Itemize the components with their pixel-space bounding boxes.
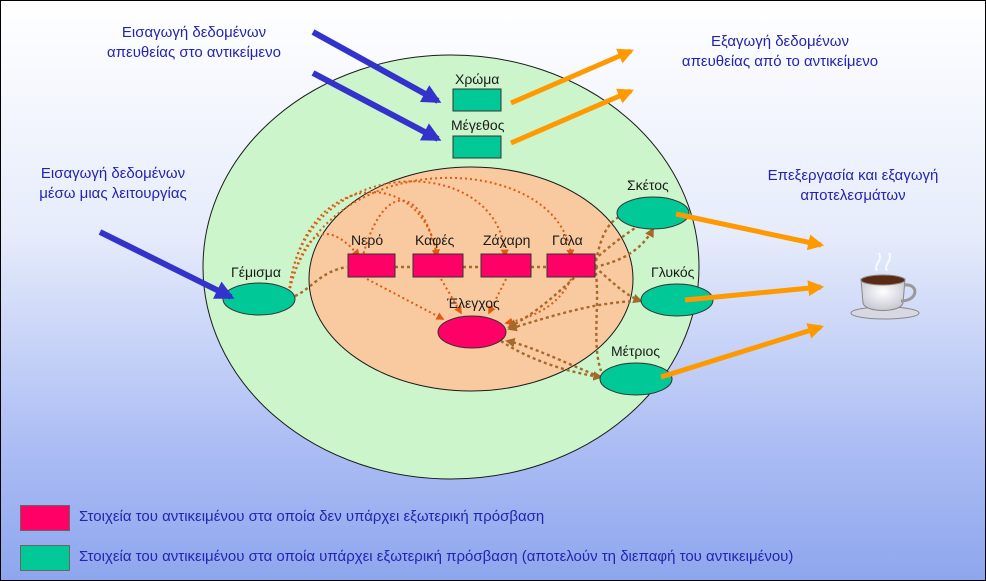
fill-ellipse xyxy=(222,282,296,316)
coffee-label: Καφές xyxy=(415,232,455,248)
input-direct-caption: Εισαγωγή δεδομένων απευθείας στο αντικεί… xyxy=(107,24,281,61)
sweet-label: Γλυκός xyxy=(651,264,695,280)
medium-ellipse xyxy=(599,362,673,396)
output-direct-caption: Εξαγωγή δεδομένων απευθείας από το αντικ… xyxy=(681,33,879,70)
coffee-cup-icon xyxy=(850,252,920,320)
legend-private-text: Στοιχεία του αντικειμένου στα οποία δεν … xyxy=(79,508,545,525)
fill-label: Γέμισμα xyxy=(231,264,281,280)
legend-public-swatch xyxy=(20,545,70,571)
color-box xyxy=(452,88,502,112)
color-label: Χρώμα xyxy=(455,71,500,87)
input-arrows xyxy=(98,29,442,300)
milk-box xyxy=(546,253,596,278)
process-output-caption: Επεξεργασία και εξαγωγή αποτελεσμάτων xyxy=(767,167,939,204)
water-label: Νερό xyxy=(351,232,384,248)
check-ellipse xyxy=(437,315,507,349)
milk-label: Γάλα xyxy=(552,232,583,248)
sugar-label: Ζάχαρη xyxy=(483,232,531,248)
water-box xyxy=(347,253,396,278)
sweet-ellipse xyxy=(640,283,714,317)
input-function-caption: Εισαγωγή δεδομένων μέσω μιας λειτουργίας xyxy=(39,165,187,202)
legend-public-text: Στοιχεία του αντικειμένου στα οποία υπάρ… xyxy=(79,548,794,565)
plain-ellipse xyxy=(616,196,690,230)
legend-private-swatch xyxy=(20,505,70,531)
sugar-box xyxy=(480,253,532,278)
size-box xyxy=(452,135,502,159)
medium-label: Μέτριος xyxy=(611,343,661,359)
plain-label: Σκέτος xyxy=(627,177,669,193)
size-label: Μέγεθος xyxy=(451,117,505,133)
check-label: Έλεγχος xyxy=(447,295,500,311)
coffee-box xyxy=(412,253,464,278)
inner-private-circle xyxy=(308,166,634,392)
output-arrows xyxy=(510,48,825,380)
